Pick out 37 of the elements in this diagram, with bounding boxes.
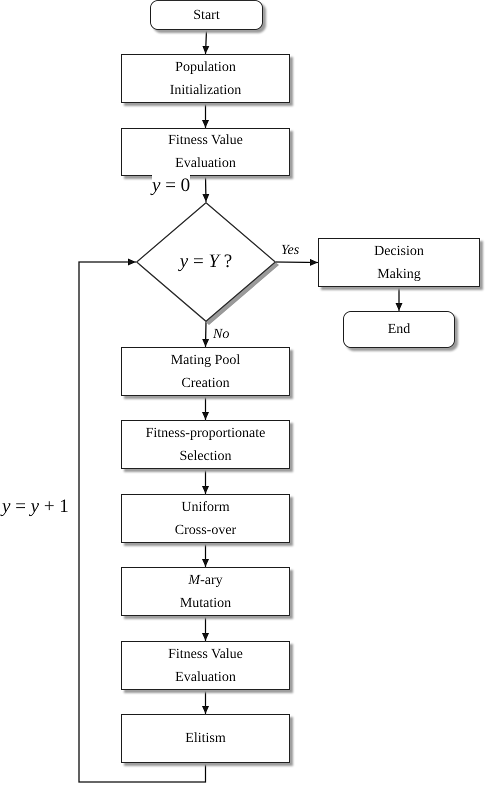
process-box (121, 54, 290, 103)
arrow (276, 258, 318, 266)
step-label: Start (193, 6, 220, 24)
step-label: Fitness Value Evaluation (167, 646, 244, 686)
arrow (202, 176, 210, 202)
step-label: End (388, 321, 410, 339)
step-label: Mating Pool Creation (170, 352, 242, 392)
process-box (121, 641, 290, 690)
process-box (121, 420, 290, 469)
step-label: Fitness Value Evaluation (167, 132, 244, 173)
arrow (202, 30, 210, 54)
process-box (121, 347, 290, 396)
terminal-box (343, 311, 455, 348)
arrow (78, 258, 206, 783)
arrow (202, 690, 209, 714)
step-label: Fitness-proportionate Selection (144, 424, 266, 466)
arrow (396, 287, 402, 311)
decision-diamond (136, 202, 279, 325)
process-box (121, 714, 290, 763)
step-label: Population Initialization (168, 58, 242, 100)
process-box (318, 238, 480, 287)
arrow (202, 322, 210, 348)
arrow (202, 103, 209, 128)
edge-label: y = 0 (152, 175, 190, 197)
arrow (202, 616, 209, 641)
step-label: Decision Making (373, 242, 425, 284)
process-box (121, 494, 290, 543)
process-box (121, 128, 290, 176)
arrow (202, 469, 209, 494)
terminal-box (150, 0, 263, 30)
condition-label: y = Y ? (180, 250, 232, 274)
arrow (202, 543, 209, 567)
process-box (121, 567, 290, 616)
step-label: Elitism (185, 730, 226, 748)
arrow (202, 396, 209, 420)
step-label: M-ary Mutation (178, 572, 232, 612)
step-label: Uniform Cross-over (174, 498, 238, 540)
